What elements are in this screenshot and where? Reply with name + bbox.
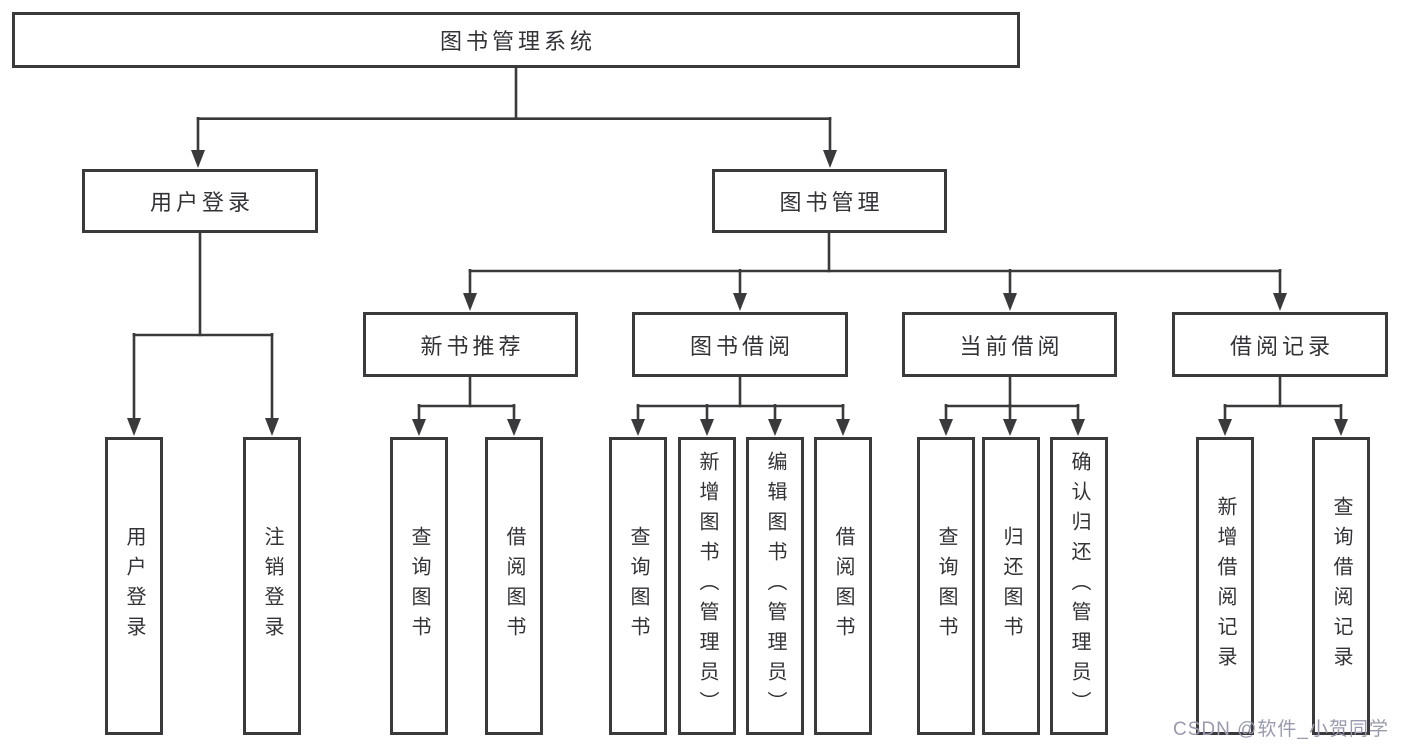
node-new-book-recommend: 新书推荐 bbox=[363, 312, 578, 377]
leaf-add-books-admin: 新增图书（管理员） bbox=[678, 437, 736, 735]
leaf-edit-books-admin: 编辑图书（管理员） bbox=[746, 437, 804, 735]
leaf-query-borrow-record: 查询借阅记录 bbox=[1312, 437, 1370, 735]
leaf-query-books-borrow: 查询图书 bbox=[609, 437, 667, 735]
leaf-borrow-books-recommend: 借阅图书 bbox=[485, 437, 543, 735]
leaf-add-borrow-record: 新增借阅记录 bbox=[1196, 437, 1254, 735]
node-book-borrow: 图书借阅 bbox=[632, 312, 848, 377]
node-user-login: 用户登录 bbox=[82, 169, 318, 233]
leaf-confirm-return-admin: 确认归还（管理员） bbox=[1050, 437, 1108, 735]
leaf-borrow-books: 借阅图书 bbox=[814, 437, 872, 735]
leaf-query-books-current: 查询图书 bbox=[917, 437, 975, 735]
node-current-borrow: 当前借阅 bbox=[902, 312, 1117, 377]
node-book-management: 图书管理 bbox=[712, 169, 947, 233]
node-root: 图书管理系统 bbox=[12, 12, 1020, 68]
leaf-return-books: 归还图书 bbox=[982, 437, 1040, 735]
watermark: CSDN @软件_小贺同学 bbox=[1173, 719, 1389, 740]
leaf-query-books-recommend: 查询图书 bbox=[390, 437, 448, 735]
leaf-user-login: 用户登录 bbox=[105, 437, 163, 735]
leaf-logout: 注销登录 bbox=[243, 437, 301, 735]
node-borrow-records: 借阅记录 bbox=[1172, 312, 1388, 377]
